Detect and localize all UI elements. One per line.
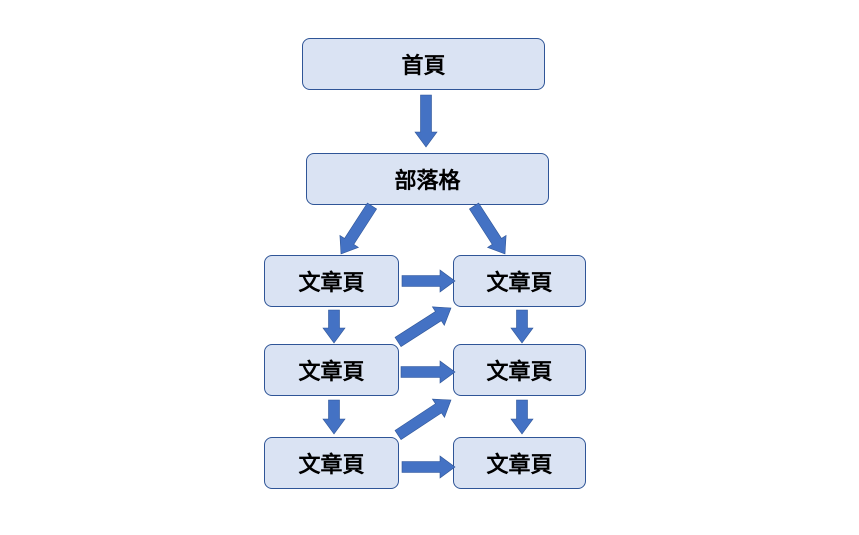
arrow-blog-to-right-1 [468,202,507,255]
arrow-home-to-blog [414,94,438,148]
arrow-left-2-to-right-2 [400,360,456,384]
article-page-node-right-3: 文章頁 [453,437,586,489]
arrow-left-1-to-left-2 [322,309,346,344]
arrow-blog-to-left-1 [339,202,378,255]
blog-node: 部落格 [306,153,549,205]
arrow-left-3-to-right-2 [394,398,452,441]
home-page-node: 首頁 [302,38,545,90]
arrow-left-2-to-right-1 [394,306,452,348]
arrow-left-3-to-right-3 [401,455,456,479]
arrow-right-1-to-right-2 [510,309,534,344]
article-page-node-left-3: 文章頁 [264,437,399,489]
arrow-right-2-to-right-3 [510,399,534,435]
article-page-node-right-2: 文章頁 [453,344,586,396]
article-page-node-left-2: 文章頁 [264,344,399,396]
arrow-left-2-to-left-3 [322,399,346,435]
article-page-node-left-1: 文章頁 [264,255,399,307]
article-page-node-right-1: 文章頁 [453,255,586,307]
arrow-left-1-to-right-1 [401,269,456,293]
